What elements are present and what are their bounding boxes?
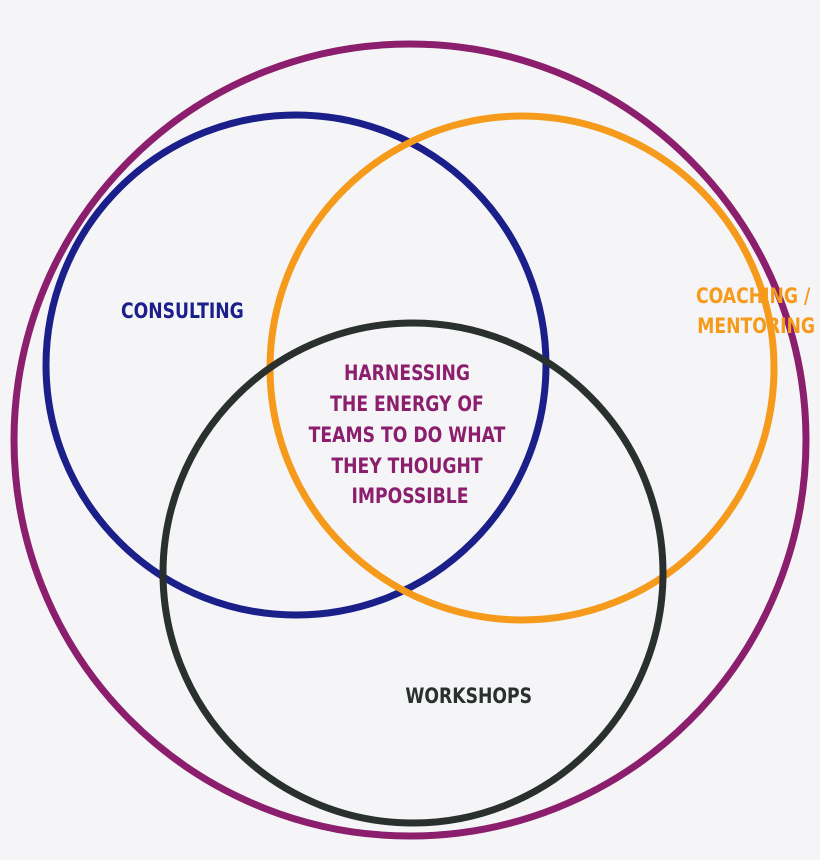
- center-line: THEY THOUGHT: [331, 453, 482, 478]
- center-line: IMPOSSIBLE: [351, 483, 468, 508]
- center-line: THE ENERGY OF: [330, 391, 484, 416]
- workshops-ring: [159, 319, 667, 827]
- coaching-mentoring-label: COACHING / MENTORING: [696, 283, 816, 338]
- outer-ring: [10, 40, 810, 840]
- center-message: HARNESSING THE ENERGY OF TEAMS TO DO WHA…: [309, 360, 512, 508]
- mentoring-label-line: MENTORING: [697, 313, 815, 338]
- center-line: TEAMS TO DO WHAT: [309, 422, 506, 447]
- workshops-label: WORKSHOPS: [405, 683, 532, 708]
- consulting-label: CONSULTING: [121, 298, 244, 323]
- coaching-label-line: COACHING /: [696, 283, 811, 308]
- center-line: HARNESSING: [344, 360, 470, 385]
